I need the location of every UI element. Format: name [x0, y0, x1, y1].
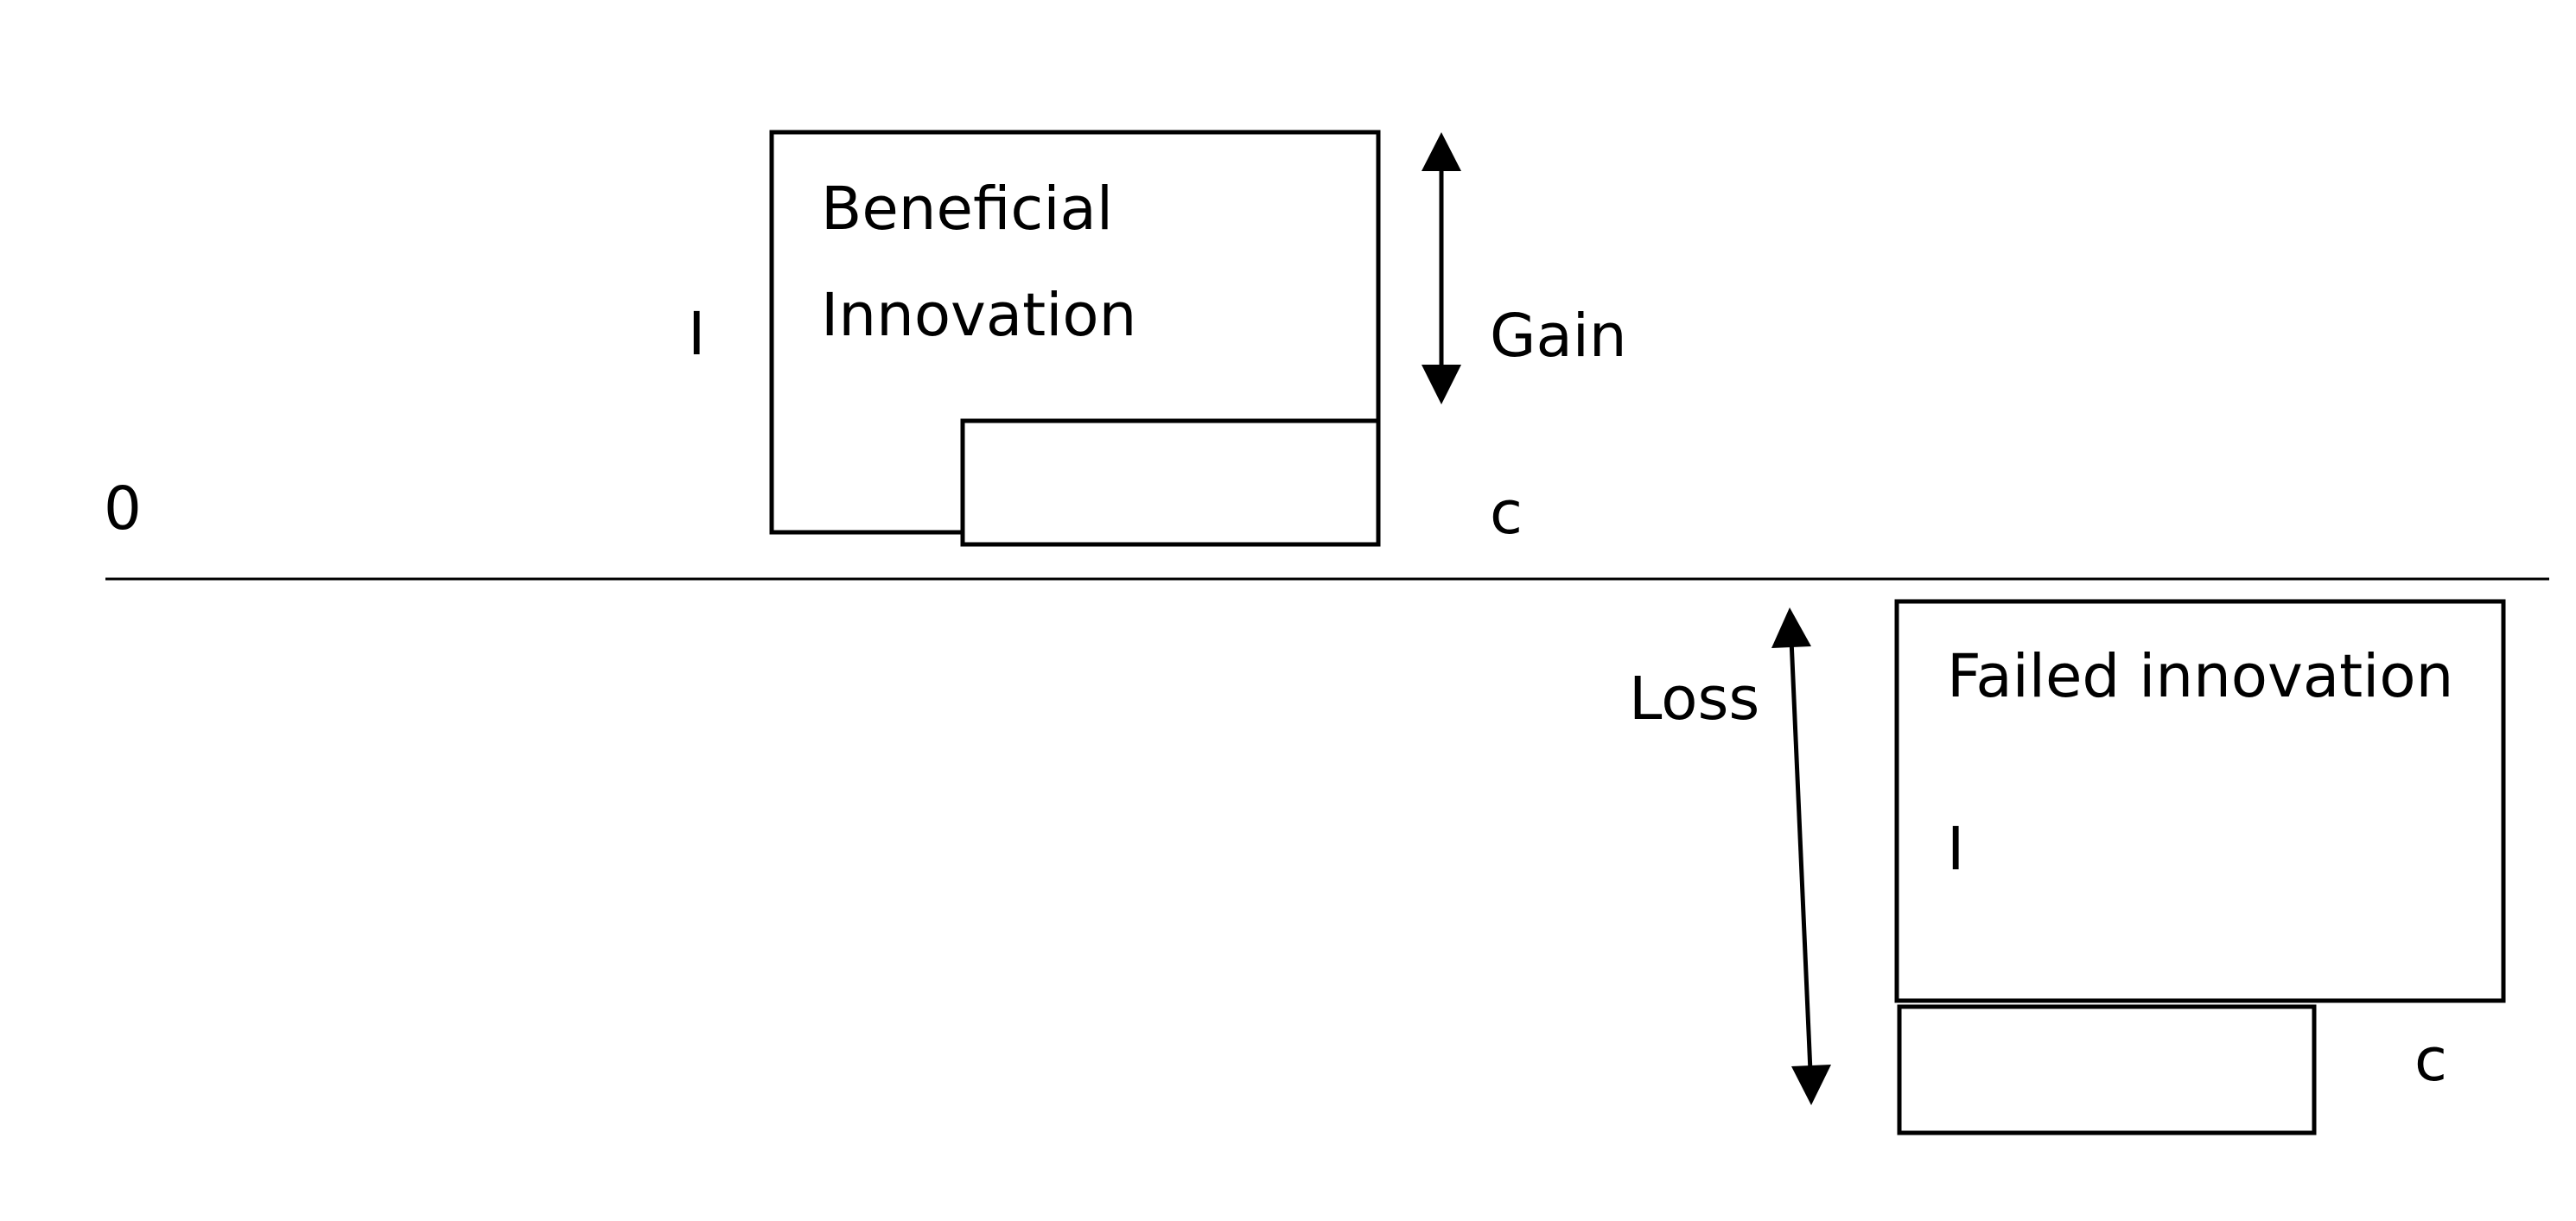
beneficial-i-label: I: [688, 300, 705, 369]
beneficial-title-line1: Beneficial: [821, 175, 1113, 244]
failed-c-label: c: [2414, 1026, 2447, 1095]
gain-double-arrow: [1422, 132, 1461, 404]
failed-i-label: I: [1947, 815, 1964, 884]
beneficial-title-line2: Innovation: [821, 281, 1136, 350]
failed-title: Failed innovation: [1947, 642, 2453, 711]
origin-label: 0: [104, 474, 142, 544]
failed-cost-box: [1897, 1004, 2317, 1135]
beneficial-cost-box: [960, 418, 1381, 547]
gain-label: Gain: [1490, 302, 1627, 371]
loss-label: Loss: [1629, 665, 1759, 734]
beneficial-innovation-group: Beneficial Innovation I c Gain: [688, 130, 1627, 548]
beneficial-c-label: c: [1490, 479, 1523, 548]
failed-innovation-group: Failed innovation I c Loss: [1629, 599, 2506, 1135]
failed-innovation-box: [1894, 599, 2506, 1003]
loss-double-arrow: [1771, 607, 1831, 1105]
